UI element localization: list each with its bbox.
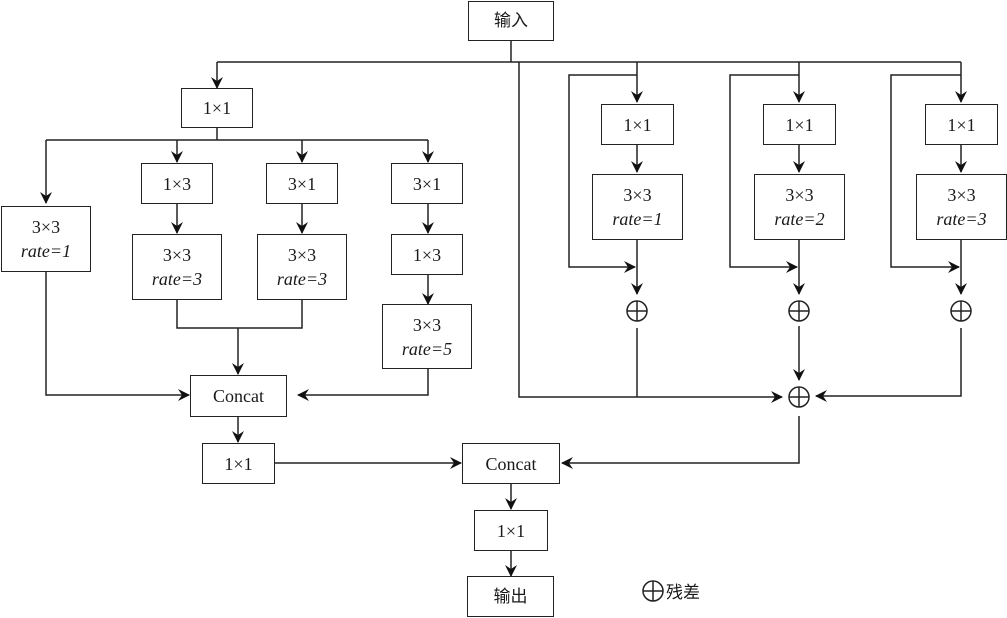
residual-add-2-icon bbox=[788, 300, 810, 322]
path3-conv2-label: 3×3 bbox=[287, 245, 317, 265]
block2-rate-label: rate=2 bbox=[774, 209, 825, 229]
final-concat-label: Concat bbox=[485, 453, 537, 474]
path1-rate-label: rate=1 bbox=[20, 241, 72, 261]
path2-conv2-label: 3×3 bbox=[162, 245, 192, 265]
path4-conv2-label: 1×3 bbox=[412, 244, 442, 265]
block1-rate-label: rate=1 bbox=[612, 209, 663, 229]
path3-conv3x1: 3×1 bbox=[266, 163, 338, 204]
left-conv-1x1-label: 1×1 bbox=[202, 98, 232, 118]
path1-conv3x3: 3×3 rate=1 bbox=[1, 206, 91, 272]
block3-rate-label: rate=3 bbox=[936, 209, 987, 229]
path3-conv3x3: 3×3 rate=3 bbox=[257, 234, 347, 300]
block1-conv1x1: 1×1 bbox=[601, 104, 674, 145]
input-node: 输入 bbox=[468, 1, 554, 41]
path4-rate-label: rate=5 bbox=[401, 338, 453, 359]
block1-conv3x3: 3×3 rate=1 bbox=[592, 174, 683, 240]
final-conv-1x1: 1×1 bbox=[474, 510, 548, 551]
input-label: 输入 bbox=[494, 11, 528, 31]
left-concat-label: Concat bbox=[213, 386, 264, 406]
residual-add-1-icon bbox=[626, 300, 648, 322]
block3-conv1x1: 1×1 bbox=[925, 104, 998, 145]
block3-conv1-label: 1×1 bbox=[947, 114, 976, 135]
block3-conv2-label: 3×3 bbox=[947, 185, 976, 205]
path2-rate-label: rate=3 bbox=[151, 269, 203, 289]
block1-conv1-label: 1×1 bbox=[623, 114, 652, 135]
path3-rate-label: rate=3 bbox=[276, 269, 328, 289]
path4-conv3-label: 3×3 bbox=[412, 314, 442, 335]
left-post-conv-label: 1×1 bbox=[224, 453, 253, 474]
path4-conv3x1: 3×1 bbox=[391, 163, 463, 204]
legend-residual-icon bbox=[642, 580, 664, 602]
path4-conv3x3: 3×3 rate=5 bbox=[382, 304, 472, 369]
left-concat: Concat bbox=[190, 375, 287, 417]
final-conv-label: 1×1 bbox=[496, 520, 526, 541]
path2-conv1x3: 1×3 bbox=[141, 163, 213, 204]
block1-conv2-label: 3×3 bbox=[623, 185, 652, 205]
output-label: 输出 bbox=[493, 586, 528, 607]
legend-label: 残差 bbox=[666, 583, 700, 603]
output-node: 输出 bbox=[467, 576, 554, 617]
block2-conv3x3: 3×3 rate=2 bbox=[754, 174, 845, 240]
left-post-conv-1x1: 1×1 bbox=[202, 443, 275, 484]
path4-conv1x3: 1×3 bbox=[391, 234, 463, 275]
path1-conv-label: 3×3 bbox=[31, 217, 61, 237]
block2-conv1x1: 1×1 bbox=[763, 104, 836, 145]
left-conv-1x1: 1×1 bbox=[181, 88, 253, 128]
path2-conv3x3: 3×3 rate=3 bbox=[132, 234, 222, 300]
path3-conv1-label: 3×1 bbox=[287, 173, 317, 194]
residual-add-3-icon bbox=[950, 300, 972, 322]
block2-conv2-label: 3×3 bbox=[785, 185, 814, 205]
final-concat: Concat bbox=[462, 443, 560, 484]
block3-conv3x3: 3×3 rate=3 bbox=[916, 174, 1007, 240]
path4-conv1-label: 3×1 bbox=[412, 173, 442, 194]
residual-sum-icon bbox=[788, 386, 810, 408]
block2-conv1-label: 1×1 bbox=[785, 114, 814, 135]
legend: 残差 bbox=[666, 578, 700, 603]
path2-conv1-label: 1×3 bbox=[162, 173, 192, 194]
